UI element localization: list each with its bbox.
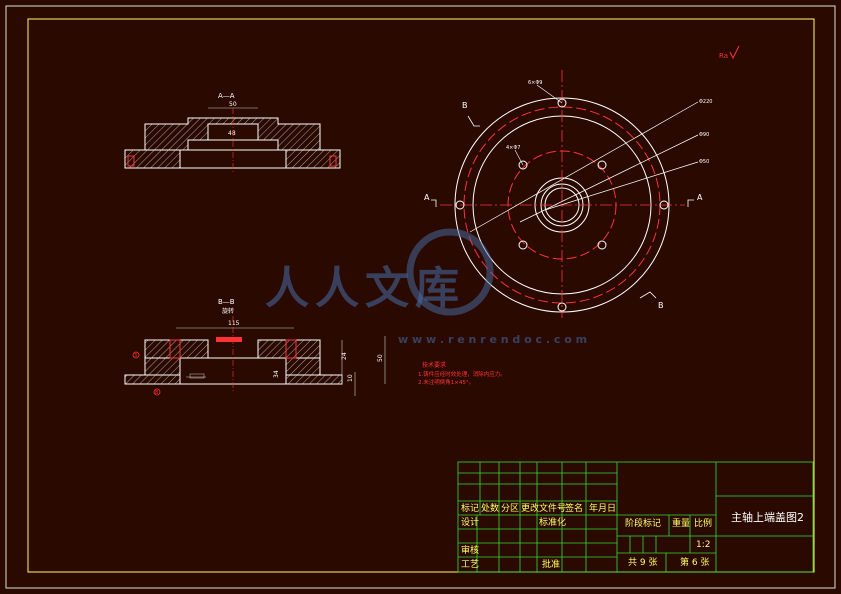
row-approve: 批准 [542,560,561,570]
hole-label-2: 4×Φ7 [506,145,521,151]
leader-label-2: Φ90 [699,132,709,138]
bb-dim-10: 10 [347,374,354,382]
section-aa-label: A—A [218,92,235,100]
leader-label-1: Φ220 [699,99,712,105]
bb-note-left: 3 [134,353,137,359]
section-bb-view: B—B 旋转 115 24 50 10 34 3 8 [124,298,386,396]
plan-view: Φ220 Φ90 Φ50 6×Φ9 4×Φ7 B B A A Ra [424,45,740,318]
mark-b-bottom: B [658,301,664,310]
aa-dim-50: 50 [229,101,237,108]
inner-border [27,18,815,573]
notes-line-2: 2.未注明倒角1×45°。 [418,378,474,386]
outer-border [5,5,836,589]
mark-b-top: B [462,101,468,110]
header-date: 年月日 [589,504,617,514]
technical-notes: 技术要求 1.铸件应经时效处理，消除内应力。 2.未注明倒角1×45°。 [418,361,506,386]
notes-line-1: 1.铸件应经时效处理，消除内应力。 [418,370,506,378]
header-count: 处数 [481,504,500,514]
notes-title: 技术要求 [422,361,446,369]
row-standard: 标准化 [539,518,567,528]
header-sign: 签名 [565,504,584,514]
roughness-mark: Ra [719,52,728,60]
total-sheets: 共 9 张 [628,558,658,568]
mark-a-left: A [424,193,430,202]
bb-dim-24: 24 [341,352,348,360]
sheet-number: 第 6 张 [680,558,710,568]
header-change-doc: 更改文件号 [521,504,567,514]
section-aa-view: A—A 50 48 [124,92,341,172]
drawing-title: 主轴上端盖图2 [731,511,804,524]
header-zone: 分区 [501,504,520,514]
bb-left-upper [144,339,209,359]
bb-dim-50: 50 [377,354,384,362]
bb-dim-inner: 34 [273,370,280,378]
header-mark: 标记 [461,504,480,514]
bb-note-bottom: 8 [155,390,158,396]
row-review: 审核 [461,546,480,556]
bb-lower-flange [124,374,343,385]
mark-a-right: A [697,193,703,202]
watermark-logo [406,228,494,316]
row-design: 设计 [461,518,480,528]
scale-value: 1:2 [696,540,711,550]
bb-dim-115: 115 [228,320,240,327]
aa-lower-flange [124,149,341,169]
hole-label-1: 6×Φ9 [528,80,543,86]
row-process: 工艺 [461,560,480,570]
section-bb-label: B—B [218,298,235,306]
aa-dim-48: 48 [228,130,236,137]
section-bb-sublabel: 旋转 [222,307,234,315]
leader-label-3: Φ50 [699,159,709,165]
scale-label: 比例 [694,519,713,529]
title-block-grid [457,461,814,573]
bb-right-upper [257,339,321,359]
stage-mark: 阶段标记 [625,519,662,529]
weight-label: 重量 [672,519,691,529]
